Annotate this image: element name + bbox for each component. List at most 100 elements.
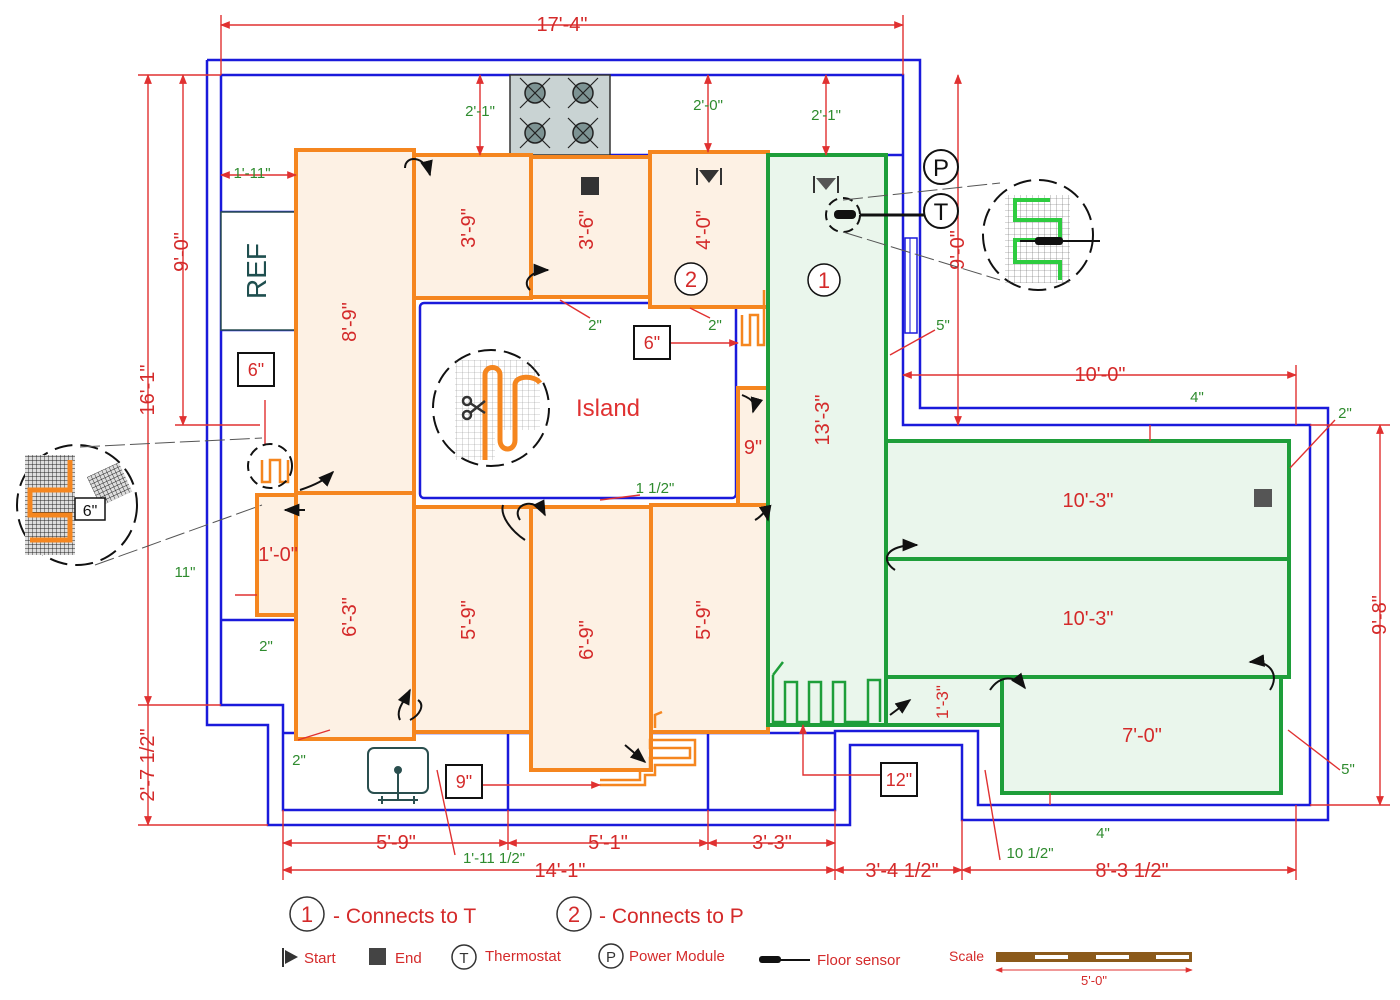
dimension-lines <box>138 15 1390 880</box>
svg-text:T: T <box>459 950 468 967</box>
svg-text:T: T <box>934 199 949 226</box>
mat-label: 6'-9" <box>576 620 598 660</box>
svg-text:6": 6" <box>83 503 98 520</box>
mat-5-9-b <box>649 503 770 734</box>
controls: P T <box>825 149 1001 281</box>
svg-text:2": 2" <box>708 317 722 334</box>
svg-text:2": 2" <box>259 638 273 655</box>
spacing-boxes: 6" 6" 9" 12" <box>237 325 918 799</box>
mat-label: 9" <box>744 437 762 459</box>
scissors-icon <box>461 395 486 421</box>
mat-label: 1'-3" <box>933 685 952 719</box>
floor-sensor-icon <box>759 956 781 963</box>
svg-text:11": 11" <box>175 564 196 581</box>
detail-island <box>432 349 550 467</box>
mat-label: 5'-9" <box>458 600 480 640</box>
svg-text:5'-9": 5'-9" <box>376 832 416 854</box>
svg-text:12": 12" <box>886 770 912 790</box>
mat-10-3-b <box>884 557 1291 679</box>
green-serpentine <box>771 661 882 724</box>
island-label: Island <box>576 395 640 422</box>
svg-text:2": 2" <box>1338 405 1352 422</box>
mat-6-9 <box>529 505 653 772</box>
mat-label: 8'-9" <box>339 302 361 342</box>
svg-text:End: End <box>395 950 422 967</box>
svg-text:2": 2" <box>588 317 602 334</box>
svg-text:2": 2" <box>292 752 306 769</box>
svg-text:2'-1": 2'-1" <box>811 107 841 124</box>
svg-text:2'-0": 2'-0" <box>693 97 723 114</box>
svg-text:9'-8": 9'-8" <box>1369 595 1391 635</box>
svg-text:5": 5" <box>936 317 950 334</box>
mat-7-0 <box>1000 675 1283 795</box>
mat-label: 3'-9" <box>458 208 480 248</box>
ref-label: REF <box>241 243 272 299</box>
dimension-texts: 17'-4" 16'-1" 9'-0" 2'-7 1/2" 9'-0" 9'-8… <box>137 14 1391 882</box>
mat-label: 5'-9" <box>693 600 715 640</box>
orange-serpentine <box>260 290 766 787</box>
svg-text:5'-1": 5'-1" <box>588 832 628 854</box>
svg-text:8'-3 1/2": 8'-3 1/2" <box>1095 860 1168 882</box>
svg-text:P: P <box>933 155 949 182</box>
svg-text:17'-4": 17'-4" <box>537 14 588 36</box>
svg-text:2: 2 <box>568 902 580 927</box>
svg-text:- Connects to T: - Connects to T <box>333 905 476 928</box>
detail-left: 6" <box>16 437 293 566</box>
svg-text:5": 5" <box>1341 761 1355 778</box>
start-icon <box>285 950 298 964</box>
svg-text:2'-7 1/2": 2'-7 1/2" <box>137 728 159 801</box>
detail-sensor <box>982 179 1100 291</box>
mat-6-3 <box>294 491 416 741</box>
svg-text:16'-1": 16'-1" <box>137 365 159 416</box>
svg-text:1: 1 <box>301 902 313 927</box>
svg-text:10'-0": 10'-0" <box>1075 364 1126 386</box>
svg-text:3'-4 1/2": 3'-4 1/2" <box>865 860 938 882</box>
mat-3-6 <box>529 155 652 299</box>
svg-text:Scale: Scale <box>949 948 984 964</box>
svg-text:1: 1 <box>818 268 830 293</box>
svg-text:5'-0": 5'-0" <box>1081 973 1107 988</box>
mat-3-9 <box>412 153 533 300</box>
svg-text:9'-0": 9'-0" <box>947 230 969 270</box>
svg-text:- Connects to P: - Connects to P <box>599 905 744 928</box>
mat-label: 6'-3" <box>339 597 361 637</box>
mat-label: 10'-3" <box>1063 608 1114 630</box>
svg-text:6": 6" <box>248 360 264 380</box>
mat-label: 10'-3" <box>1063 490 1114 512</box>
svg-text:9'-0": 9'-0" <box>171 232 193 272</box>
svg-text:Start: Start <box>304 950 337 967</box>
svg-text:3'-3": 3'-3" <box>752 832 792 854</box>
mat-label: 4'-0" <box>693 210 715 250</box>
mat-label: 1'-0" <box>258 544 298 566</box>
svg-text:9": 9" <box>456 772 472 792</box>
svg-text:14'-1": 14'-1" <box>535 860 586 882</box>
svg-text:4": 4" <box>1190 389 1204 406</box>
direction-arrows <box>283 158 1275 764</box>
svg-text:1'-11": 1'-11" <box>233 165 270 182</box>
stove <box>509 74 611 156</box>
svg-text:6": 6" <box>644 333 660 353</box>
legend: 1 - Connects to T 2 - Connects to P Star… <box>282 896 1193 988</box>
mat-5-9-a <box>412 505 533 734</box>
circuit-markers: 2 1 <box>674 262 841 297</box>
mat-10-3-a <box>884 439 1291 561</box>
svg-text:1 1/2": 1 1/2" <box>636 480 675 497</box>
gap-labels: 2'-1" 2'-0" 2'-1" 1'-11" 2" 2" 5" 4" 2" … <box>175 97 1355 867</box>
svg-text:2'-1": 2'-1" <box>465 103 495 120</box>
mat-label: 7'-0" <box>1122 725 1162 747</box>
mat-8-9 <box>294 148 416 495</box>
svg-text:4": 4" <box>1096 825 1110 842</box>
mat-labels: 8'-9" 3'-9" 3'-6" 4'-0" 9" 1'-0" 6'-3" 5… <box>258 208 1162 747</box>
svg-text:2: 2 <box>685 267 697 292</box>
mat-label: 3'-6" <box>576 210 598 250</box>
svg-text:Thermostat: Thermostat <box>485 948 562 965</box>
green-mats <box>766 153 1291 795</box>
svg-text:Power Module: Power Module <box>629 948 725 965</box>
svg-text:10 1/2": 10 1/2" <box>1006 845 1053 862</box>
refrigerator: REF <box>220 211 309 331</box>
start-end-markers <box>581 168 1272 507</box>
svg-text:1'-11 1/2": 1'-11 1/2" <box>463 850 525 867</box>
end-icon <box>369 948 386 965</box>
svg-text:Floor sensor: Floor sensor <box>817 952 900 969</box>
